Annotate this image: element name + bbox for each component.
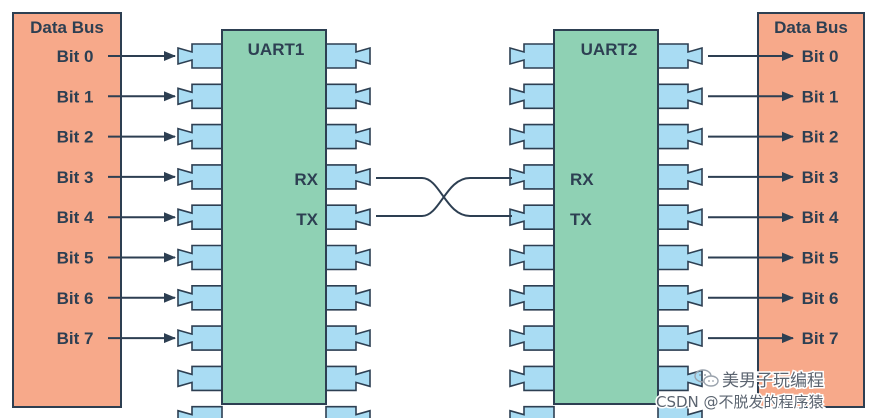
uart1-left-pin [177,244,223,271]
right-bit-label: Bit 1 [802,87,839,106]
left-bit-label: Bit 5 [57,249,94,268]
right-data-bus-title: Data Bus [774,18,848,37]
right-bit-label: Bit 7 [802,329,839,348]
uart2-left-pin [509,204,555,230]
uart2-right-pin [657,43,703,69]
uart2-left-pin [509,164,555,190]
uart2-left-pin [509,83,555,110]
uart1-left-pin [177,123,223,150]
wechat-icon [694,369,719,387]
left-bit-label: Bit 4 [57,208,94,227]
uart2-left-pin [509,325,555,351]
uart2-left-pin [509,43,555,69]
right-bit-label: Bit 0 [802,47,839,66]
left-bit-label: Bit 7 [57,329,94,348]
uart2-left-pin [509,405,555,418]
uart1-right-pin [325,405,371,418]
uart2-title: UART2 [581,40,638,59]
right-bit-label: Bit 5 [802,249,839,268]
uart2-right-pin [657,285,703,311]
uart1-right-pin [325,43,371,69]
uart1-left-pin [177,325,223,351]
uart2-right-pin [657,164,703,190]
uart2-right-pin [657,123,703,150]
uart1-right-pin [325,164,371,190]
uart2-left-pin [509,285,555,311]
right-data-bus-box [757,12,865,408]
watermark-line2: CSDN @不脱发的程序猿 [656,393,824,411]
uart1-right-pin [325,285,371,311]
left-bit-label: Bit 6 [57,289,94,308]
uart1-tx-to-uart2-rx-wire [376,177,512,217]
uart1-right-pin [325,365,371,392]
uart1-title: UART1 [248,40,305,59]
uart2-left-pin [509,123,555,150]
left-data-bus-box [12,12,122,408]
left-bit-label: Bit 1 [57,87,94,106]
left-bit-label: Bit 3 [57,168,94,187]
uart2-tx-label: TX [570,210,592,229]
left-bit-label: Bit 0 [57,47,94,66]
uart2-chip [553,29,659,405]
uart1-right-pin [325,244,371,271]
uart1-right-pin [325,204,371,230]
uart1-left-pin [177,83,223,110]
left-bit-label: Bit 2 [57,128,94,147]
uart1-rx-label: RX [294,170,318,189]
uart1-left-pin [177,43,223,69]
right-bit-label: Bit 2 [802,128,839,147]
watermark: 美男子玩编程 美男子玩编程 CSDN @不脱发的程序猿 CSDN @不脱发的程序… [655,369,826,413]
uart2-right-pin [657,325,703,351]
uart2-right-pin [657,83,703,110]
uart2-right-pin [657,204,703,230]
uart1-right-pin [325,325,371,351]
uart2-rx-label: RX [570,170,594,189]
uart1-left-pin [177,405,223,418]
watermark-line1-fill: 美男子玩编程 [722,371,824,391]
left-data-bus-title: Data Bus [30,18,104,37]
uart1-left-pin [177,204,223,230]
watermark-line1: 美男子玩编程 [722,371,824,391]
right-bit-label: Bit 4 [802,208,839,227]
uart1-left-pin [177,365,223,392]
uart1-left-pin [177,164,223,190]
uart1-tx-label: TX [296,210,318,229]
uart2-left-pin [509,244,555,271]
uart2-right-pin [657,244,703,271]
uart1-right-pin [325,123,371,150]
uart1-chip [221,29,327,405]
watermark-line2-fill: CSDN @不脱发的程序猿 [656,393,824,411]
uart2-left-pin [509,365,555,392]
right-bit-label: Bit 3 [802,168,839,187]
right-bit-label: Bit 6 [802,289,839,308]
uart1-left-pin [177,285,223,311]
uart1-right-pin [325,83,371,110]
uart2-right-pin [657,405,703,418]
